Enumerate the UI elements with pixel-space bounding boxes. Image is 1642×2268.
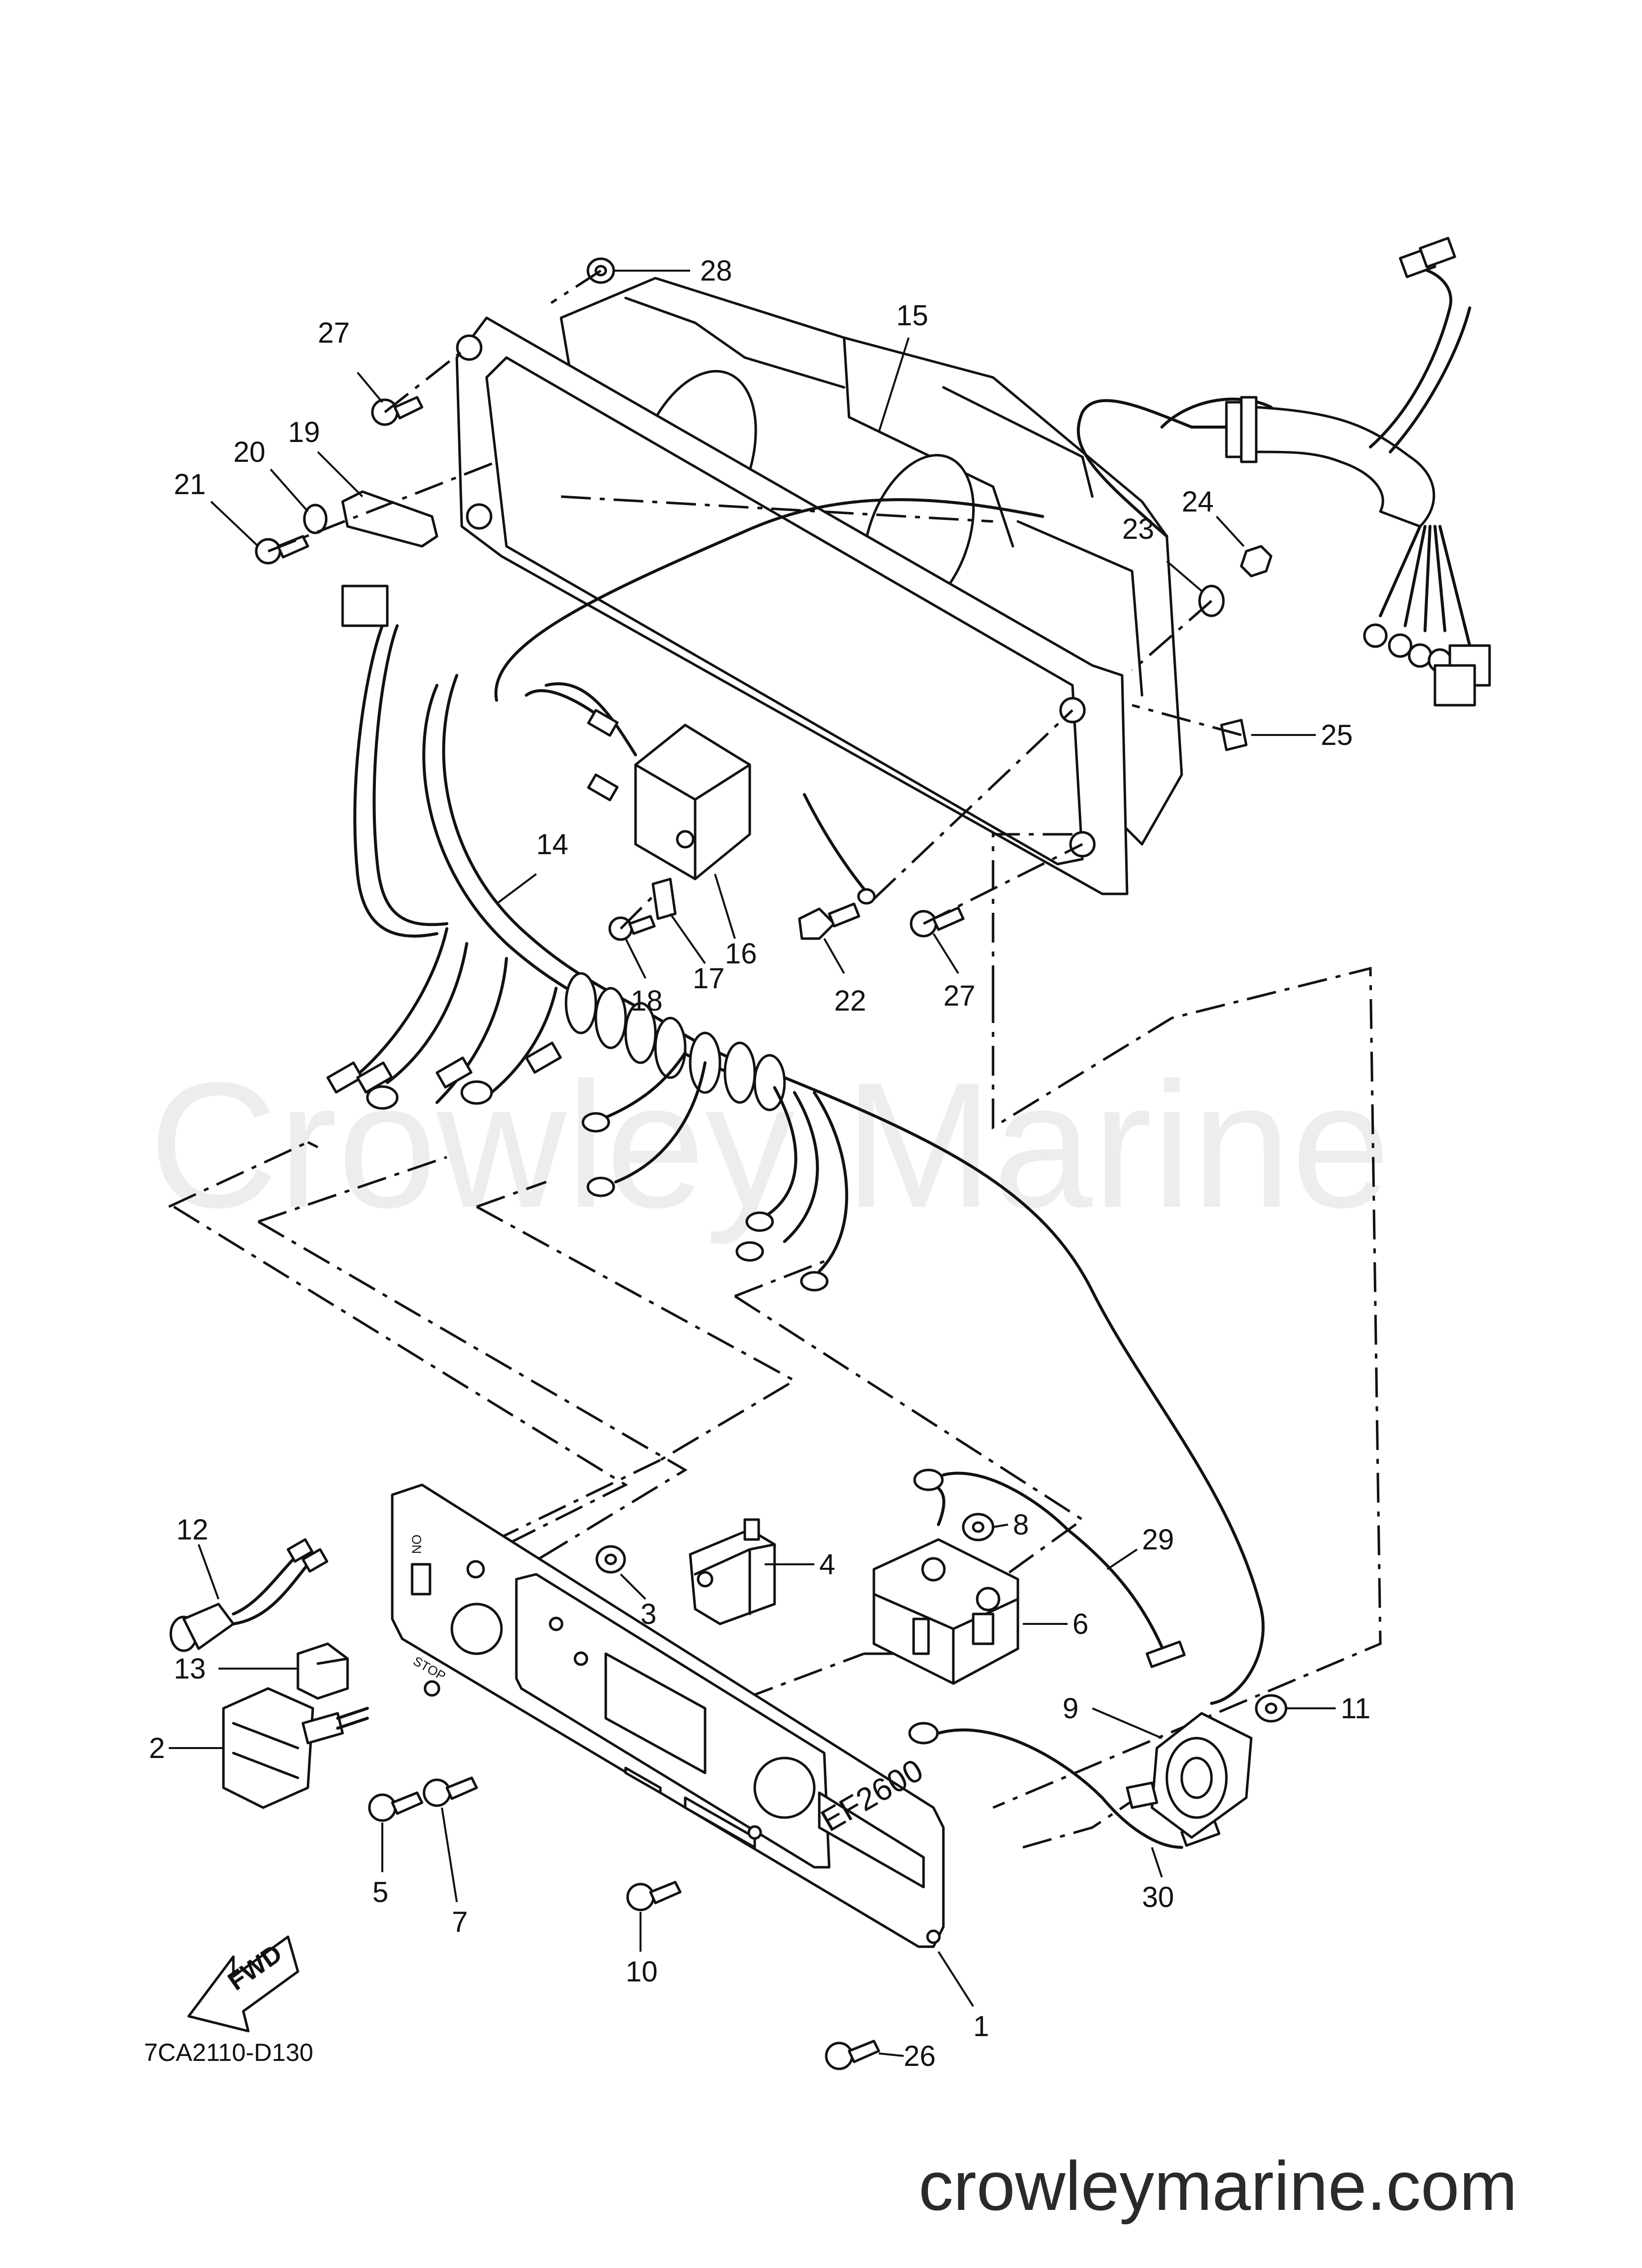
part-7-screw xyxy=(423,1776,478,1807)
callout-23: 23 xyxy=(1122,513,1154,545)
part-6-receptacle xyxy=(872,1483,1019,1685)
callout-21: 21 xyxy=(174,468,206,501)
callout-27-top: 27 xyxy=(318,317,350,349)
part-26-screw xyxy=(825,2040,880,2070)
part-21-screw xyxy=(255,535,309,565)
callout-3: 3 xyxy=(641,1598,656,1630)
part-29-wire xyxy=(913,1468,1186,1668)
callout-leader-lines xyxy=(169,270,1336,2057)
callout-1: 1 xyxy=(973,2010,989,2043)
callout-28: 28 xyxy=(700,255,732,287)
callout-26: 26 xyxy=(904,2040,936,2072)
callout-7: 7 xyxy=(452,1906,468,1938)
callout-18: 18 xyxy=(631,985,663,1017)
part-13-switch xyxy=(296,1642,349,1700)
part-20-washer xyxy=(303,504,328,534)
main-wiring-harness xyxy=(326,498,1265,1705)
part-24-nut xyxy=(1240,545,1273,578)
part-16-control-box xyxy=(525,682,751,880)
callout-11: 11 xyxy=(1341,1692,1370,1725)
part-30-wire xyxy=(908,1722,1220,1849)
part-27-screw-lower xyxy=(910,906,965,938)
callout-30: 30 xyxy=(1142,1881,1174,1913)
harness-ring-terminals xyxy=(581,1112,829,1292)
footer-url[interactable]: crowleymarine.com xyxy=(919,2147,1517,2225)
part-22-bolt xyxy=(798,793,876,940)
forward-direction-arrow: FWD xyxy=(187,1935,299,2033)
part-1-control-panel: EF2600 ON STOP xyxy=(391,1483,945,1948)
part-5-screw xyxy=(368,1791,424,1822)
callout-22: 22 xyxy=(834,985,866,1017)
upper-right-harness xyxy=(1076,236,1491,707)
part-11-nut xyxy=(1255,1694,1287,1723)
diagram-code: 7CA2110-D130 xyxy=(144,2039,313,2066)
part-4-breaker xyxy=(689,1518,776,1625)
part-10-screw xyxy=(626,1881,682,1911)
part-17-clip xyxy=(651,878,677,920)
part-3-nut xyxy=(595,1545,626,1574)
callout-27-lower: 27 xyxy=(943,980,976,1012)
callout-5: 5 xyxy=(372,1876,388,1908)
part-18-screw xyxy=(608,915,656,941)
callout-25: 25 xyxy=(1321,719,1353,751)
part-8-washer xyxy=(962,1513,995,1541)
callout-14: 14 xyxy=(536,828,569,861)
part-2-meter xyxy=(222,1687,369,1809)
callout-10: 10 xyxy=(626,1956,658,1988)
part-19-cover xyxy=(341,490,438,548)
callout-15: 15 xyxy=(896,299,928,332)
callout-29: 29 xyxy=(1142,1524,1174,1556)
callout-19: 19 xyxy=(288,416,320,448)
generator-housing xyxy=(455,277,1183,895)
harness-connector-plug xyxy=(341,585,389,627)
panel-on-label: ON xyxy=(409,1535,424,1554)
part-12-connector xyxy=(169,1538,329,1652)
harness-bullet-connectors xyxy=(326,1041,562,1110)
callout-4: 4 xyxy=(819,1548,835,1581)
callout-13: 13 xyxy=(174,1653,206,1685)
part-25-label xyxy=(1220,719,1248,751)
callout-12: 12 xyxy=(176,1514,209,1546)
part-9-socket xyxy=(1126,1712,1253,1839)
callout-8: 8 xyxy=(1013,1509,1029,1541)
callout-17: 17 xyxy=(693,962,725,995)
callout-9: 9 xyxy=(1063,1692,1078,1725)
callout-2: 2 xyxy=(149,1732,165,1764)
callout-numbers: 28 27 15 19 20 21 24 23 25 14 16 17 18 2… xyxy=(149,255,1370,2072)
callout-24: 24 xyxy=(1182,486,1214,518)
callout-16: 16 xyxy=(725,938,757,970)
callout-6: 6 xyxy=(1072,1608,1088,1640)
callout-20: 20 xyxy=(233,436,266,468)
